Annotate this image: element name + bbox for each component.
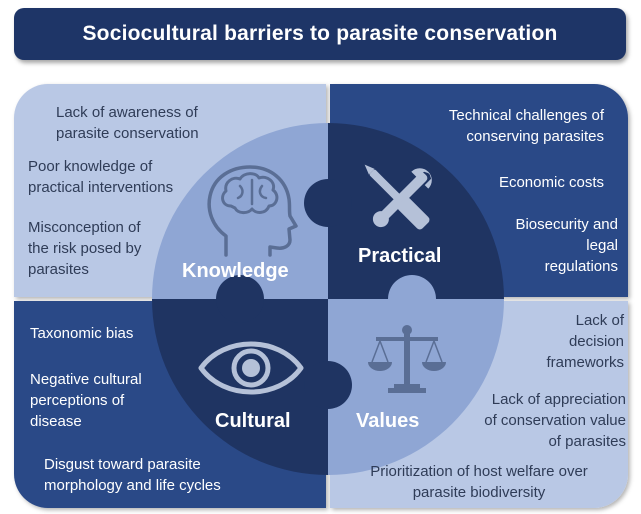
values-item-3: Prioritization of host welfare over para… (370, 463, 588, 501)
values-item-2: Lack of appreciation of conservation val… (484, 391, 626, 450)
values-item-1: Lack of decision frameworks (546, 312, 624, 371)
knowledge-item-3: Misconception of the risk posed by paras… (28, 219, 142, 278)
knowledge-item-2: Poor knowledge of practical intervention… (28, 158, 174, 196)
cultural-item-3: Disgust toward parasite morphology and l… (44, 456, 221, 494)
cultural-label: Cultural (215, 410, 291, 432)
practical-item-2: Economic costs (498, 174, 604, 191)
knowledge-item-1: Lack of awareness of parasite conservati… (56, 104, 199, 142)
cultural-inner-quadrant (152, 299, 328, 475)
wrench-screwdriver-icon (364, 164, 432, 230)
values-label: Values (356, 410, 420, 432)
puzzle-knob-bottom (304, 361, 352, 409)
eye-icon (198, 341, 304, 395)
head-brain-icon (207, 165, 298, 257)
puzzle-knob-left (216, 275, 264, 323)
cultural-item-1: Taxonomic bias (30, 325, 134, 342)
practical-item-3: Biosecurity and legal regulations (515, 216, 618, 275)
balance-scale-icon (368, 325, 446, 393)
knowledge-label: Knowledge (182, 260, 289, 282)
diagram-title: Sociocultural barriers to parasite conse… (82, 22, 558, 45)
practical-label: Practical (358, 245, 442, 267)
practical-item-1: Technical challenges of conserving paras… (448, 107, 604, 145)
puzzle-knob-top (304, 179, 352, 227)
puzzle-knob-right (388, 275, 436, 323)
title-banner: Sociocultural barriers to parasite conse… (14, 8, 626, 60)
cultural-item-2: Negative cultural perceptions of disease (30, 371, 142, 430)
